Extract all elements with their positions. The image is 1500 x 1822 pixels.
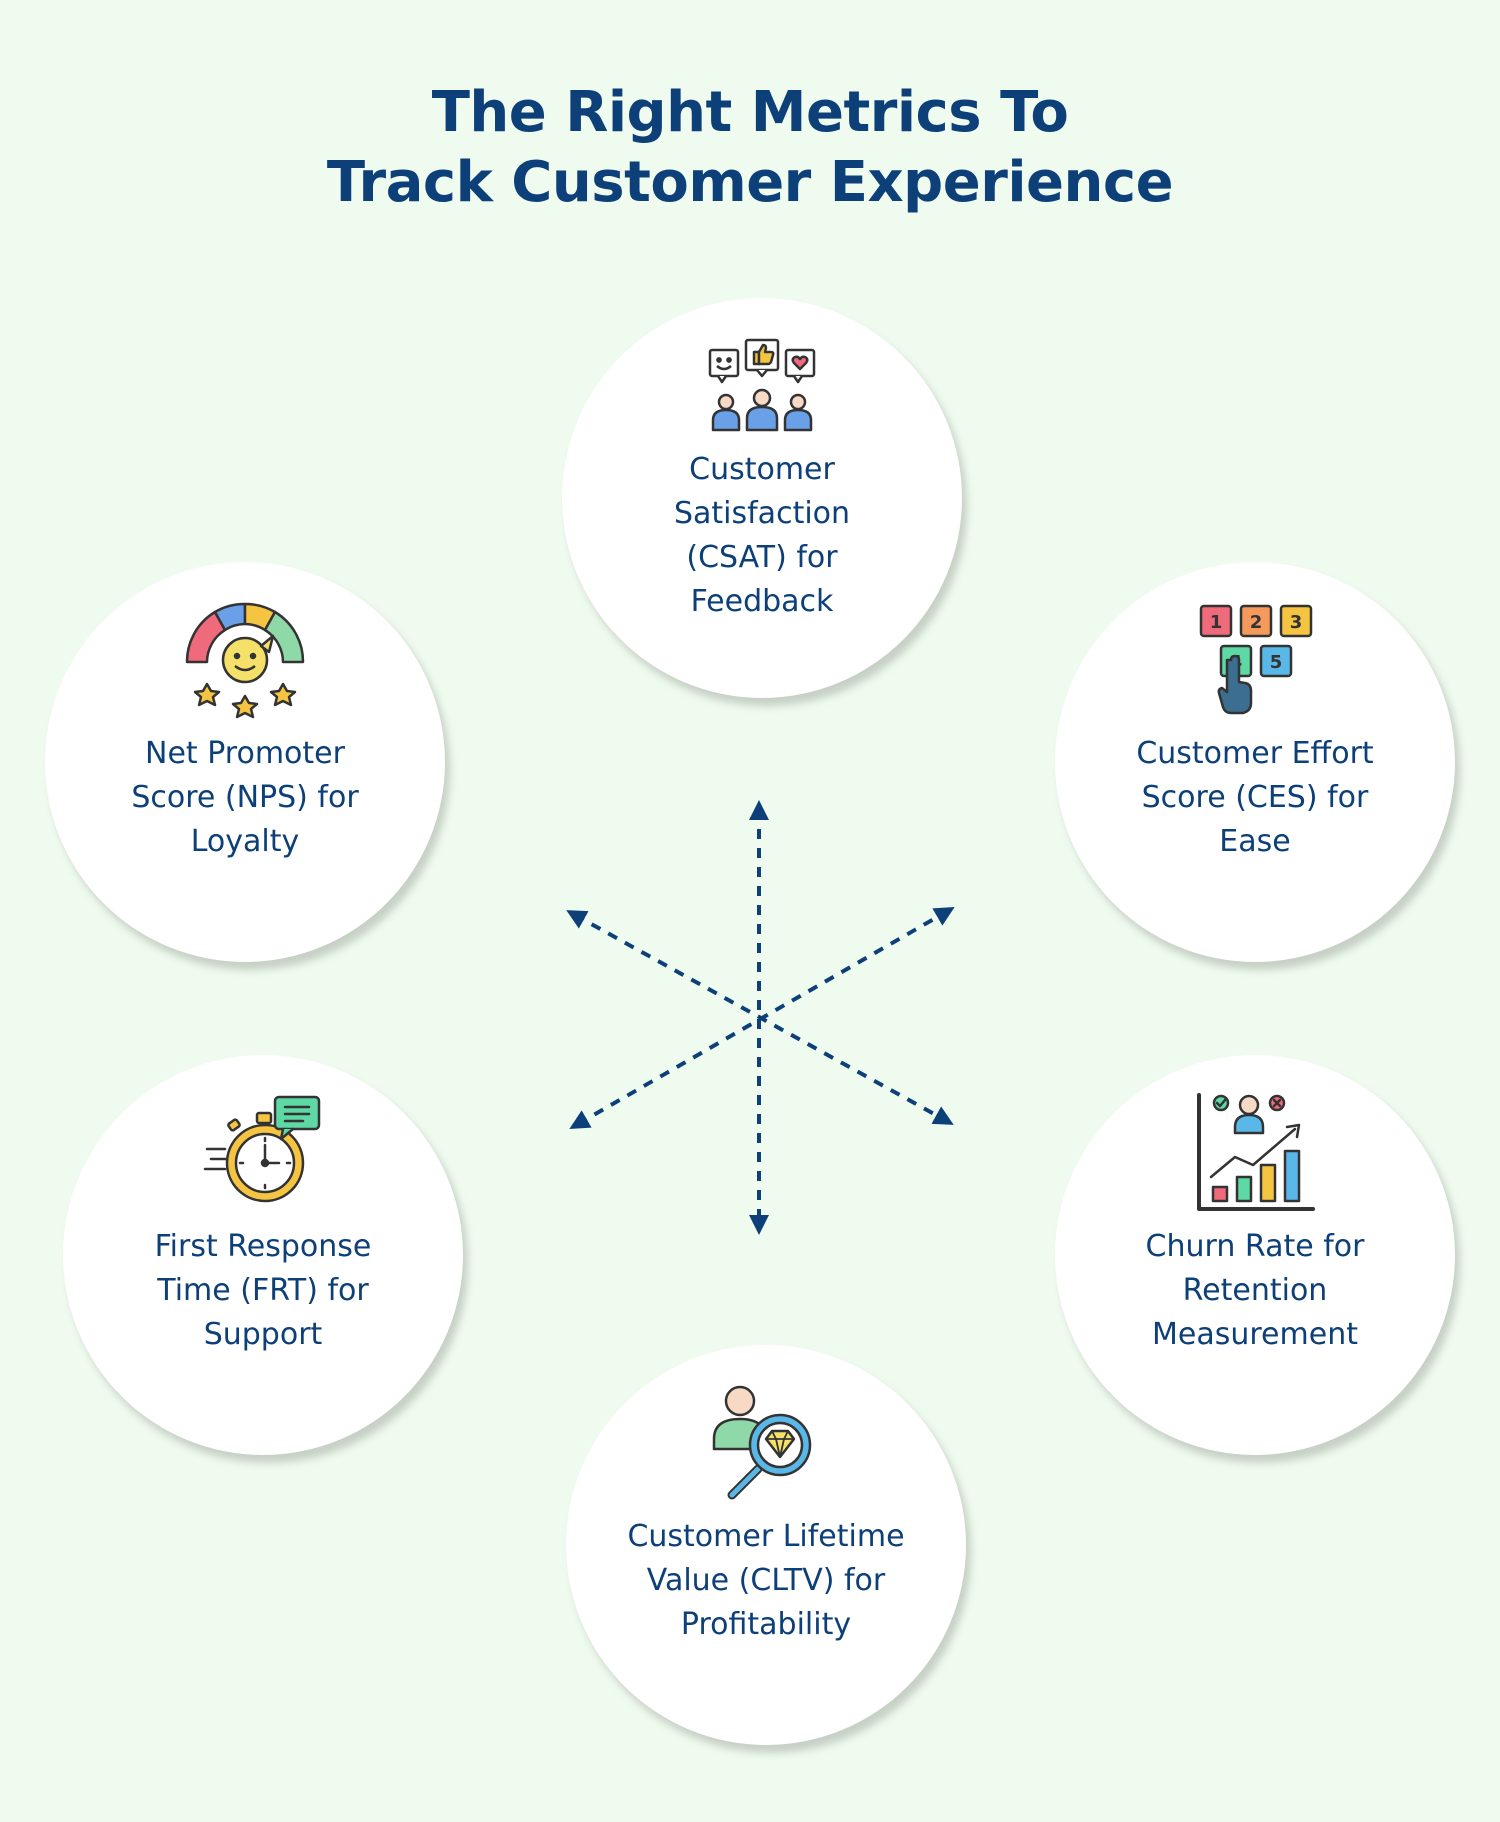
churn-chart-icon (1197, 1093, 1315, 1211)
metric-label-cltv: Customer Lifetime Value (CLTV) for Profi… (566, 1515, 966, 1647)
label-line: Satisfaction (673, 496, 851, 531)
metric-card-cltv: Customer Lifetime Value (CLTV) for Profi… (566, 1345, 966, 1745)
label-line: (CSAT) for (686, 540, 838, 575)
metric-label-frt: First Response Time (FRT) for Support (63, 1225, 463, 1357)
label-line: Measurement (1152, 1317, 1358, 1352)
svg-text:3: 3 (1290, 612, 1303, 633)
title-line-2: Track Customer Experience (326, 150, 1174, 215)
page-title: The Right Metrics To Track Customer Expe… (0, 78, 1500, 218)
label-line: Profitability (680, 1607, 852, 1642)
label-line: Churn Rate for (1145, 1229, 1365, 1264)
metric-label-nps: Net Promoter Score (NPS) for Loyalty (45, 732, 445, 864)
label-line: Score (CES) for (1141, 780, 1369, 815)
svg-text:1: 1 (1210, 612, 1223, 633)
label-line: Customer Lifetime (627, 1519, 905, 1554)
metric-label-churn: Churn Rate for Retention Measurement (1055, 1225, 1455, 1357)
label-line: Score (NPS) for (131, 780, 359, 815)
label-line: First Response (154, 1229, 372, 1264)
label-line: Time (FRT) for (157, 1273, 369, 1308)
label-line: Support (203, 1317, 323, 1352)
nps-gauge-icon (185, 602, 305, 719)
customer-value-magnifier-icon (712, 1385, 812, 1500)
label-line: Customer (689, 452, 835, 487)
label-line: Value (CLTV) for (646, 1563, 886, 1598)
stopwatch-chat-icon (203, 1095, 321, 1203)
label-line: Net Promoter (145, 736, 345, 771)
metric-card-ces: 1 2 3 4 5 Customer Effort Score (CES) fo… (1055, 562, 1455, 962)
arrow-diagonal-2 (569, 907, 955, 1129)
label-line: Ease (1219, 824, 1291, 859)
metric-card-frt: First Response Time (FRT) for Support (63, 1055, 463, 1455)
metric-card-churn: Churn Rate for Retention Measurement (1055, 1055, 1455, 1455)
metric-label-csat: Customer Satisfaction (CSAT) for Feedbac… (562, 448, 962, 624)
title-line-1: The Right Metrics To (431, 80, 1069, 145)
label-line: Retention (1182, 1273, 1328, 1308)
label-line: Feedback (690, 584, 834, 619)
label-line: Customer Effort (1136, 736, 1374, 771)
svg-text:5: 5 (1270, 652, 1283, 673)
metric-card-csat: Customer Satisfaction (CSAT) for Feedbac… (562, 298, 962, 698)
svg-text:2: 2 (1250, 612, 1263, 633)
customer-feedback-icon (708, 338, 816, 432)
metric-card-nps: Net Promoter Score (NPS) for Loyalty (45, 562, 445, 962)
number-keypad-icon: 1 2 3 4 5 (1199, 604, 1313, 715)
label-line: Loyalty (190, 824, 300, 859)
metric-label-ces: Customer Effort Score (CES) for Ease (1055, 732, 1455, 864)
